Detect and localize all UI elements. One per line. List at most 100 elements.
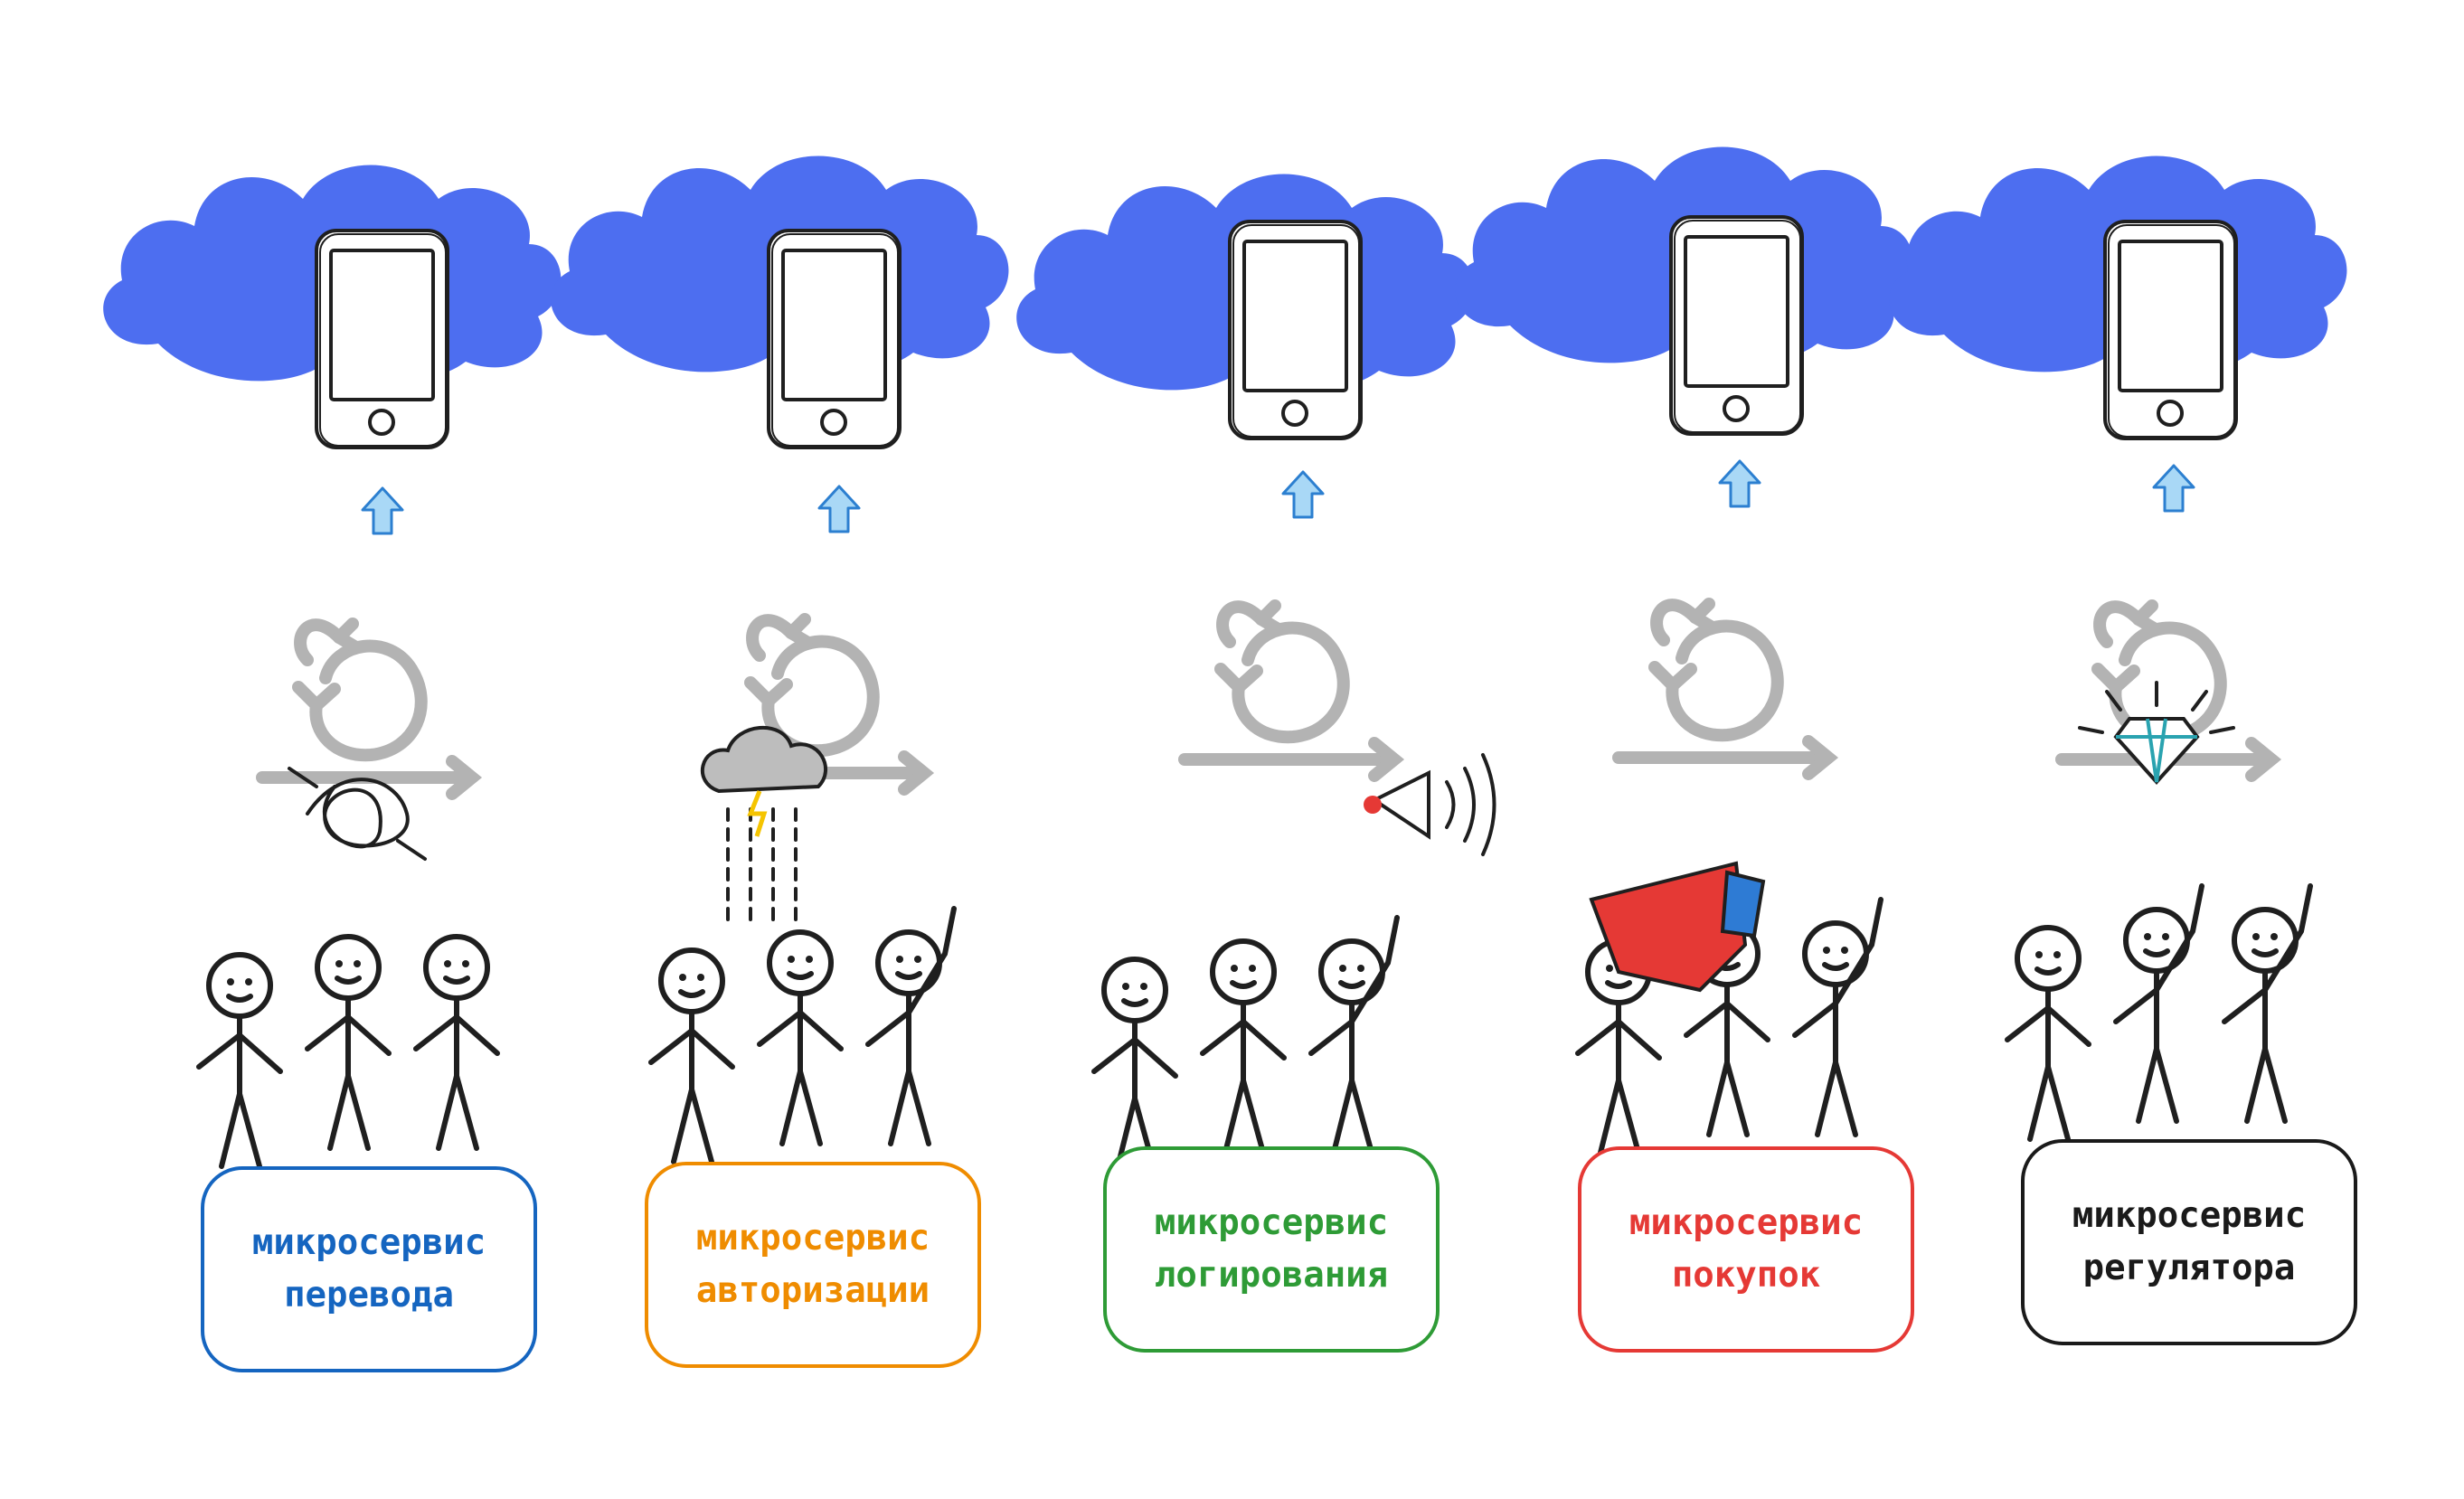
figure-mouth xyxy=(2034,966,2062,976)
figure-legs xyxy=(219,1091,262,1169)
figure-head xyxy=(2123,907,2190,974)
figure-arm xyxy=(757,1010,803,1047)
figure-eye xyxy=(1249,965,1256,972)
figure-arm xyxy=(1684,1001,1730,1038)
team-heroic xyxy=(1575,861,1883,1155)
cycle-baseline-arrowhead xyxy=(446,755,483,800)
megaphone-icon xyxy=(1364,753,1496,856)
figure-eye xyxy=(1823,947,1830,954)
team-confused xyxy=(196,767,500,1169)
figure-eye xyxy=(2144,933,2151,940)
storm-cloud-icon xyxy=(701,725,828,929)
smartphone-icon xyxy=(1669,215,1804,436)
phone-outline-sketch xyxy=(319,233,447,447)
upload-arrow-icon xyxy=(1281,470,1325,519)
cycle-arc xyxy=(1232,621,1350,744)
figure-legs xyxy=(2136,1046,2179,1124)
figure-eye xyxy=(1140,983,1147,990)
phone-home-button xyxy=(1723,395,1750,422)
figure-head xyxy=(1101,957,1168,1023)
figure-arm xyxy=(1833,897,1883,1006)
megaphone-mouth xyxy=(1364,796,1382,814)
column-authorization xyxy=(551,156,1009,1164)
figure-legs xyxy=(1706,1060,1750,1137)
label-text: микросервис регулятора xyxy=(2072,1195,2307,1288)
figure-head xyxy=(658,947,725,1014)
scribble-lines xyxy=(288,767,427,861)
sound-waves xyxy=(1445,753,1496,856)
cycle-arc xyxy=(1666,619,1784,742)
figure-eye xyxy=(227,978,234,985)
figure-eye xyxy=(1357,965,1364,972)
figure-arm xyxy=(1616,1019,1662,1061)
figure-arm xyxy=(413,1014,459,1051)
storm-cloud-shape xyxy=(701,725,828,794)
column-regulator xyxy=(1889,156,2347,1142)
figure-mouth xyxy=(787,971,814,980)
lightning-bolt xyxy=(747,790,768,837)
stick-figure xyxy=(413,934,500,1151)
sparkle-lines xyxy=(2078,681,2235,734)
figure-arm xyxy=(689,1028,735,1070)
label-authorization: микросервис авторизации xyxy=(645,1162,981,1368)
figure-head xyxy=(315,934,382,1001)
cycle-top-loop xyxy=(746,614,798,662)
cycle-arrowhead xyxy=(744,676,793,707)
figure-mouth xyxy=(2252,948,2279,957)
figure-arm xyxy=(2045,1005,2091,1047)
figure-eye xyxy=(1122,983,1129,990)
figure-arm xyxy=(237,1032,283,1074)
label-text: микросервис логирования xyxy=(1154,1202,1389,1296)
figure-mouth xyxy=(335,976,362,985)
figure-arm xyxy=(454,1014,500,1056)
figure-legs xyxy=(1598,1078,1641,1155)
label-regulator: микросервис регулятора xyxy=(2021,1139,2357,1345)
figure-legs xyxy=(1815,1060,1858,1137)
figure-arm xyxy=(865,1010,911,1047)
figure-arm xyxy=(345,1014,392,1056)
figure-arm xyxy=(196,1032,242,1070)
figure-mouth xyxy=(2143,948,2170,957)
cycle-arrowhead xyxy=(292,681,341,712)
phone-home-button xyxy=(368,409,395,436)
figure-mouth xyxy=(1605,980,1632,989)
stick-figure xyxy=(196,952,283,1169)
figure-legs xyxy=(888,1069,931,1146)
figure-legs xyxy=(1331,1078,1374,1155)
up-arrow-shape xyxy=(817,485,861,533)
figure-arm xyxy=(305,1014,351,1051)
diamond-icon xyxy=(2078,681,2235,785)
stick-figure xyxy=(1792,897,1883,1137)
figure-eye xyxy=(245,978,252,985)
stick-figure xyxy=(757,929,844,1146)
figure-eye xyxy=(2270,933,2278,940)
cycle-baseline-arrowhead xyxy=(2245,737,2282,782)
figure-arm xyxy=(1241,1019,1287,1061)
figure-arm xyxy=(2222,987,2268,1024)
cycle-top-loop xyxy=(1216,600,1268,648)
figure-eye xyxy=(679,974,686,981)
cycle-top-arrowhead xyxy=(785,613,813,648)
phone-outline-sketch xyxy=(1232,224,1360,438)
figure-eye xyxy=(697,974,704,981)
cycle-arrowhead xyxy=(2091,663,2140,693)
figure-arm xyxy=(1792,1001,1838,1038)
cycle-arrowhead xyxy=(1214,663,1263,693)
upload-arrow-icon xyxy=(2152,464,2195,513)
figure-head xyxy=(1802,920,1869,987)
phone-screen xyxy=(1684,235,1789,388)
figure-arm xyxy=(2113,987,2159,1024)
figure-head xyxy=(875,929,942,996)
diamond-facets xyxy=(2116,718,2197,783)
iteration-cycle-icon xyxy=(256,618,483,800)
cycle-baseline-arrowhead xyxy=(898,750,935,796)
team-celebrating xyxy=(2005,681,2313,1142)
red-cape xyxy=(1589,861,1748,993)
column-logging xyxy=(1016,174,1496,1174)
phone-home-button xyxy=(1281,400,1308,427)
figure-eye xyxy=(1231,965,1238,972)
figure-eye xyxy=(354,960,361,967)
figure-arm xyxy=(1349,915,1400,1024)
figure-mouth xyxy=(443,976,470,985)
